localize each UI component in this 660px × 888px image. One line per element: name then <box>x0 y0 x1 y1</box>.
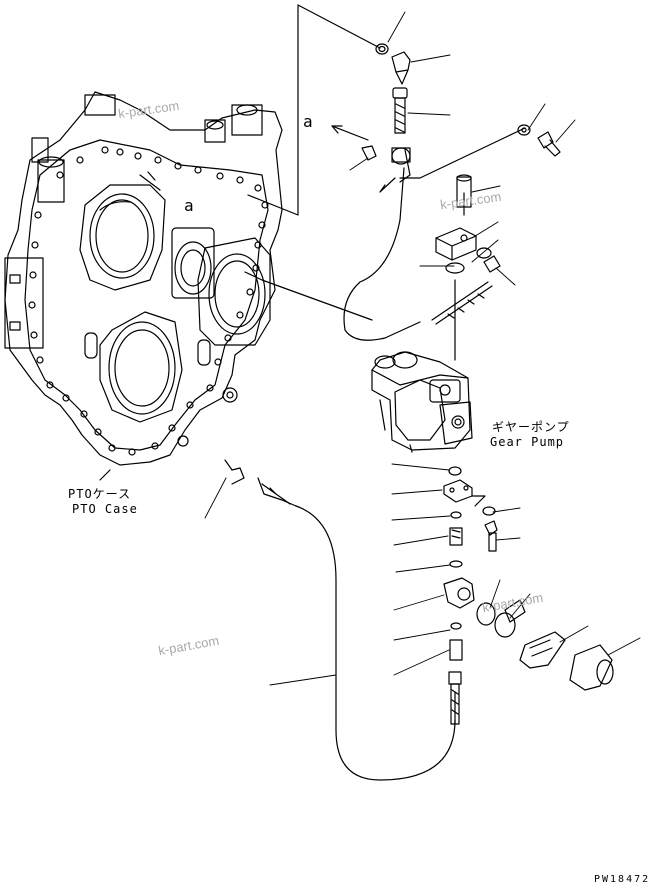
gear-pump <box>244 271 473 453</box>
upper-fittings <box>361 43 561 165</box>
gear-pump-label-en: Gear Pump <box>490 435 565 449</box>
lower-pump-parts <box>443 466 614 725</box>
view-a-arrow-label: a <box>303 112 314 131</box>
gear-pump-label-jp: ギヤーポンプ <box>492 420 570 434</box>
leader-lines <box>204 11 641 686</box>
view-a-arrow <box>331 125 369 141</box>
connector-block <box>431 174 501 361</box>
view-a-port-label: a <box>184 196 195 215</box>
pto-case-housing <box>4 91 283 481</box>
upper-hose-line <box>247 4 526 341</box>
pto-case-label-jp: PTOケース <box>68 487 132 501</box>
lower-hose-line <box>224 459 456 781</box>
drawing-number: PW18472 <box>594 874 651 885</box>
pto-case-label-en: PTO Case <box>72 502 138 516</box>
